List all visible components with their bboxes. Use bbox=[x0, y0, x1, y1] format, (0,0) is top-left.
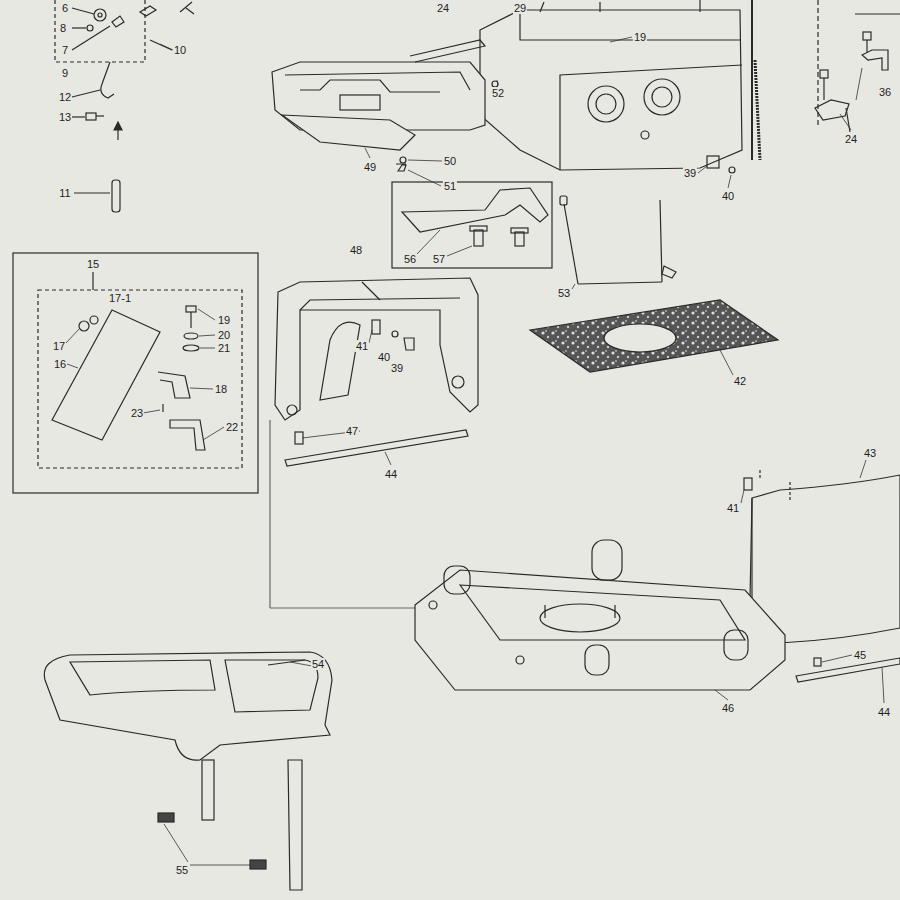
callout-number: 54 bbox=[311, 658, 325, 670]
callout-number: 39 bbox=[390, 362, 404, 374]
callout-number: 53 bbox=[557, 287, 571, 299]
callout-number: 29 bbox=[513, 2, 527, 14]
callout-number: 46 bbox=[721, 702, 735, 714]
callout-number: 18 bbox=[214, 383, 228, 395]
callout-number: 17 bbox=[52, 340, 66, 352]
callout-number: 19 bbox=[633, 31, 647, 43]
callout-number: 57 bbox=[432, 253, 446, 265]
callout-number: 15 bbox=[86, 258, 100, 270]
callout-number: 12 bbox=[58, 91, 72, 103]
callout-number: 49 bbox=[363, 161, 377, 173]
callout-number: 6 bbox=[61, 2, 69, 14]
callout-number: 52 bbox=[491, 87, 505, 99]
callout-number: 36 bbox=[878, 86, 892, 98]
callout-number: 48 bbox=[349, 244, 363, 256]
callout-number: 24 bbox=[844, 133, 858, 145]
callout-number: 9 bbox=[61, 67, 69, 79]
callout-number: 40 bbox=[721, 190, 735, 202]
callout-number: 7 bbox=[61, 44, 69, 56]
callout-number: 55 bbox=[175, 864, 189, 876]
callout-number: 47 bbox=[345, 425, 359, 437]
callout-number: 13 bbox=[58, 111, 72, 123]
callout-number: 44 bbox=[877, 706, 891, 718]
callout-number: 20 bbox=[217, 329, 231, 341]
callout-number: 39 bbox=[683, 167, 697, 179]
callout-number: 44 bbox=[384, 468, 398, 480]
callout-number: 10 bbox=[173, 44, 187, 56]
callout-number: 19 bbox=[217, 314, 231, 326]
callout-number: 43 bbox=[863, 447, 877, 459]
callout-number: 56 bbox=[403, 253, 417, 265]
callout-number: 16 bbox=[53, 358, 67, 370]
callout-number: 21 bbox=[217, 342, 231, 354]
callout-number: 45 bbox=[853, 649, 867, 661]
callout-number: 41 bbox=[355, 340, 369, 352]
callout-number: 11 bbox=[58, 187, 71, 199]
callout-number: 24 bbox=[436, 2, 450, 14]
callout-number: 23 bbox=[130, 407, 144, 419]
callout-number: 17-1 bbox=[108, 292, 132, 304]
callout-number: 50 bbox=[443, 155, 457, 167]
callout-number: 42 bbox=[733, 375, 747, 387]
callout-number: 51 bbox=[443, 180, 457, 192]
callout-number: 8 bbox=[59, 22, 67, 34]
callout-number: 22 bbox=[225, 421, 239, 433]
callout-number: 41 bbox=[726, 502, 740, 514]
